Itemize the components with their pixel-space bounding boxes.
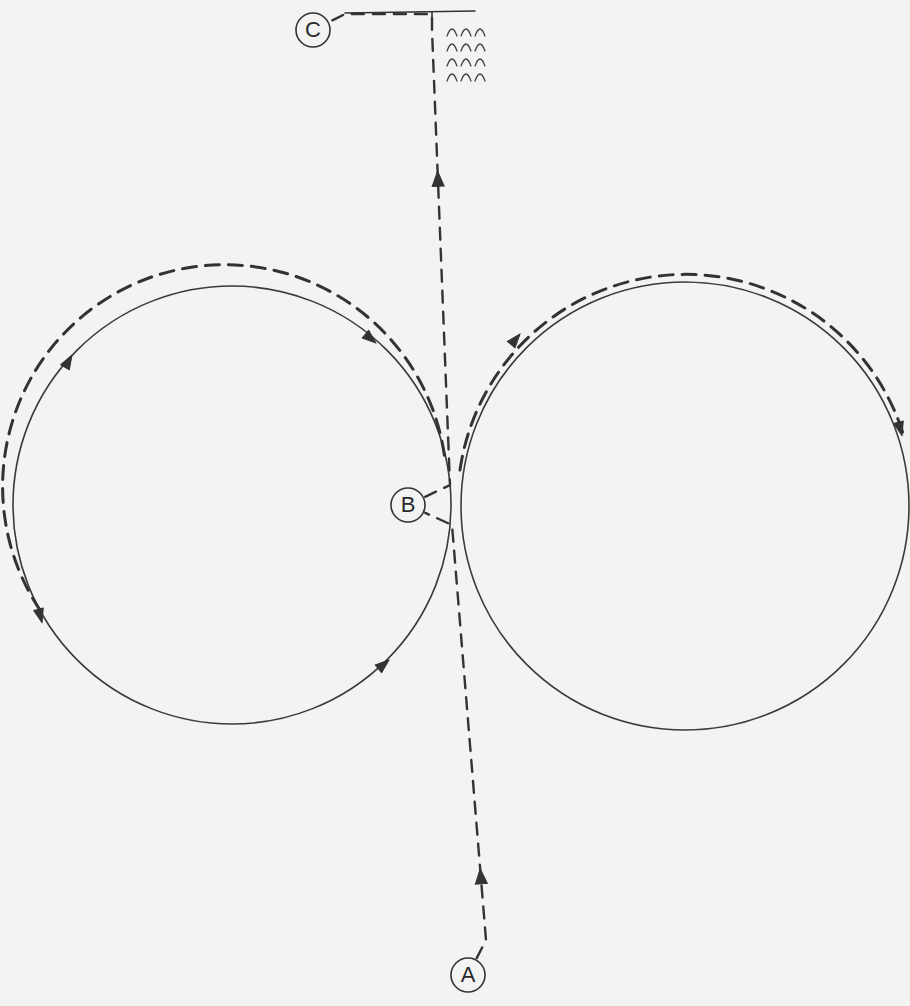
finish-bar: [345, 11, 475, 13]
direction-arrow: [507, 331, 524, 348]
circled-letter: C: [295, 12, 331, 48]
direction-arrow: [894, 421, 907, 437]
path-connector: [330, 14, 450, 497]
point-label: C: [295, 12, 331, 41]
dashed-route: [330, 14, 450, 497]
direction-arrow: [61, 353, 77, 370]
right-loop-path: [460, 274, 905, 470]
point-label: A: [450, 957, 486, 986]
direction-arrow: [34, 608, 47, 624]
left-loop-path: [3, 265, 445, 610]
direction-arrow: [362, 330, 379, 347]
circled-letter: A: [450, 957, 486, 993]
circled-letter: B: [390, 487, 426, 523]
arrow-head: [432, 171, 445, 186]
right-loop: [461, 282, 909, 730]
grass-marks: [447, 29, 485, 81]
left-loop: [13, 286, 451, 724]
path-connector: [425, 513, 487, 958]
point-label: B: [390, 487, 426, 516]
direction-arrow: [375, 656, 392, 673]
dashed-route: [425, 513, 486, 958]
arrow-head: [474, 868, 487, 884]
